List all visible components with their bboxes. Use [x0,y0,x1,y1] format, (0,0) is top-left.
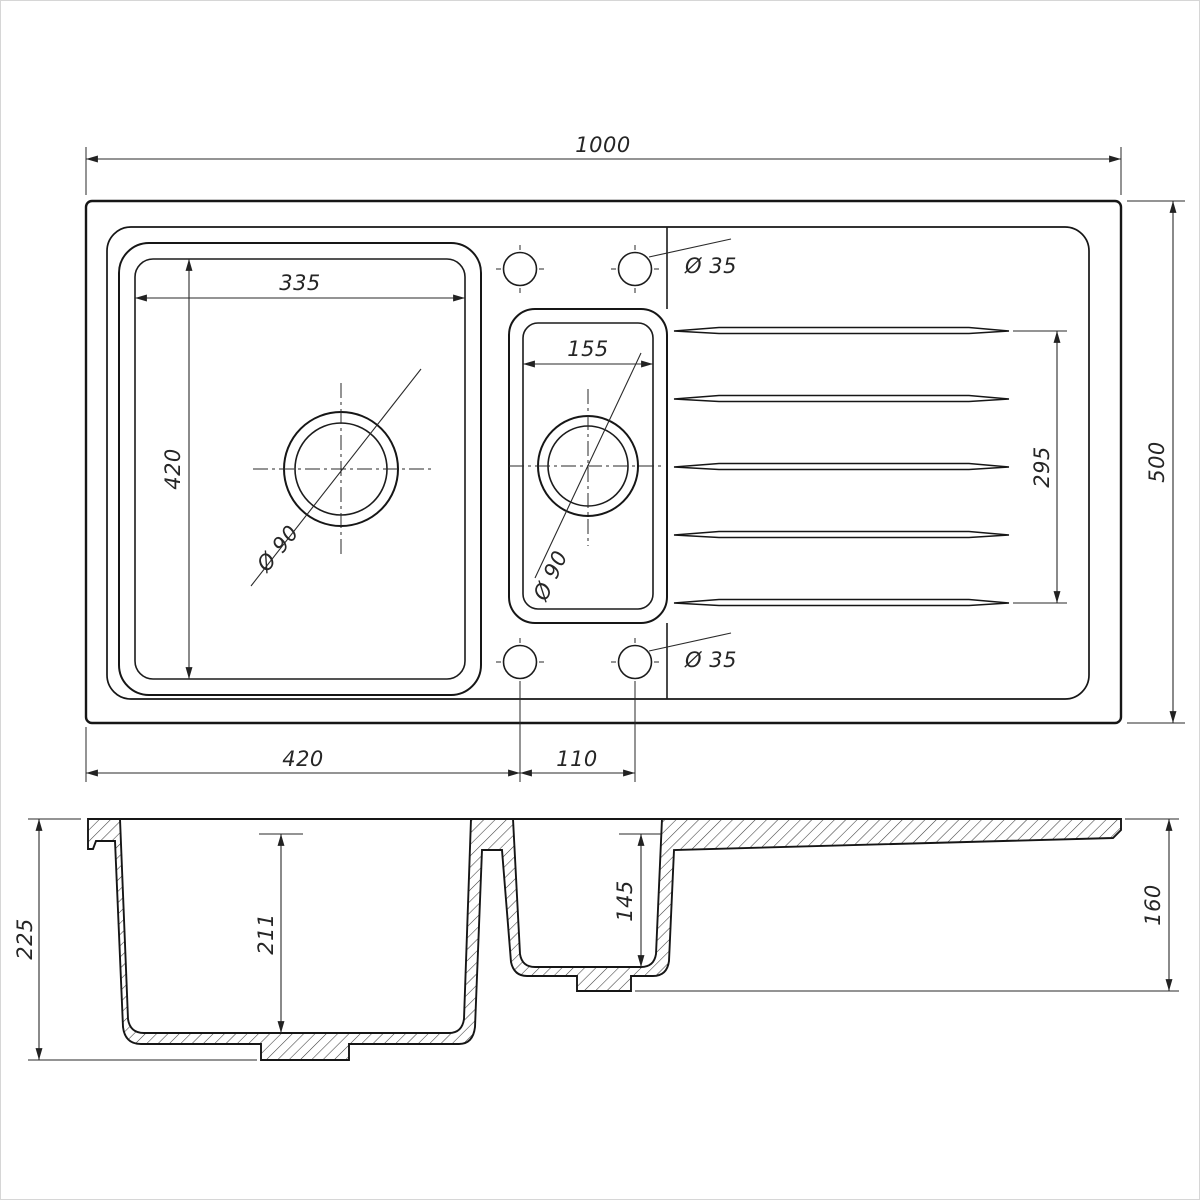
dim-right-end-height-value: 160 [1141,884,1165,926]
main-drain-leader [250,368,422,587]
dim-right-end-height: 160 [635,818,1179,992]
dim-main-bowl-depth: 211 [254,833,303,1033]
dim-small-bowl-width-value: 155 [567,337,609,361]
dim-overall-height-value: 225 [13,918,37,960]
dim-overall-depth: 500 [1127,200,1185,724]
sink-inner-rim [106,226,1090,700]
dim-taphole-spacing-value: 110 [556,747,598,771]
taphole-leader-top [648,238,732,258]
dim-main-bowl-width: 335 [135,271,465,302]
drainer-groove [673,598,1010,607]
dim-main-bowl-width-value: 335 [279,271,321,295]
dim-overall-width-value: 1000 [575,133,630,157]
dim-small-bowl-depth-value: 145 [613,880,637,922]
main-bowl-inner [134,258,466,680]
small-drain-diameter-label: Ø 90 [528,547,572,605]
dim-overall-depth-value: 500 [1145,441,1169,483]
taphole-diameter-label-top: Ø 35 [684,254,737,278]
drainer-groove [673,530,1010,539]
dim-main-bowl-length: 420 [161,259,193,679]
dim-small-bowl-width: 155 [523,337,653,368]
dim-main-bowl-length-value: 420 [161,448,185,490]
tap-hole [495,244,545,294]
tap-hole [610,244,660,294]
taphole-leader-bottom [648,632,732,652]
drainer-groove [673,394,1010,403]
dim-bottom-offsets: 420 110 [85,681,636,782]
drainer-groove [673,326,1010,335]
dim-main-bowl-depth-value: 211 [254,913,278,955]
tap-hole [495,637,545,687]
section-view: 225 211 145 160 [13,818,1179,1061]
dim-small-bowl-depth: 145 [613,833,661,967]
sink-outer-edge [84,199,1123,725]
dim-drainer-length-value: 295 [1030,446,1054,488]
drainer-groove [673,462,1010,471]
main-bowl-outer [118,242,482,696]
drainer-grooves [673,326,1010,607]
section-material [87,818,1122,1061]
small-drain-leader [534,352,642,579]
tap-hole [610,637,660,687]
taphole-diameter-label-bottom: Ø 35 [684,648,737,672]
dim-drainer-length: 295 [1013,330,1067,604]
dim-overall-height: 225 [13,818,257,1061]
dim-offset-left-value: 420 [282,747,324,771]
dim-overall-width: 1000 [85,133,1122,195]
plan-view: Ø 90 Ø 90 Ø 35 Ø 35 [84,133,1185,782]
tap-holes: Ø 35 Ø 35 [495,238,737,687]
